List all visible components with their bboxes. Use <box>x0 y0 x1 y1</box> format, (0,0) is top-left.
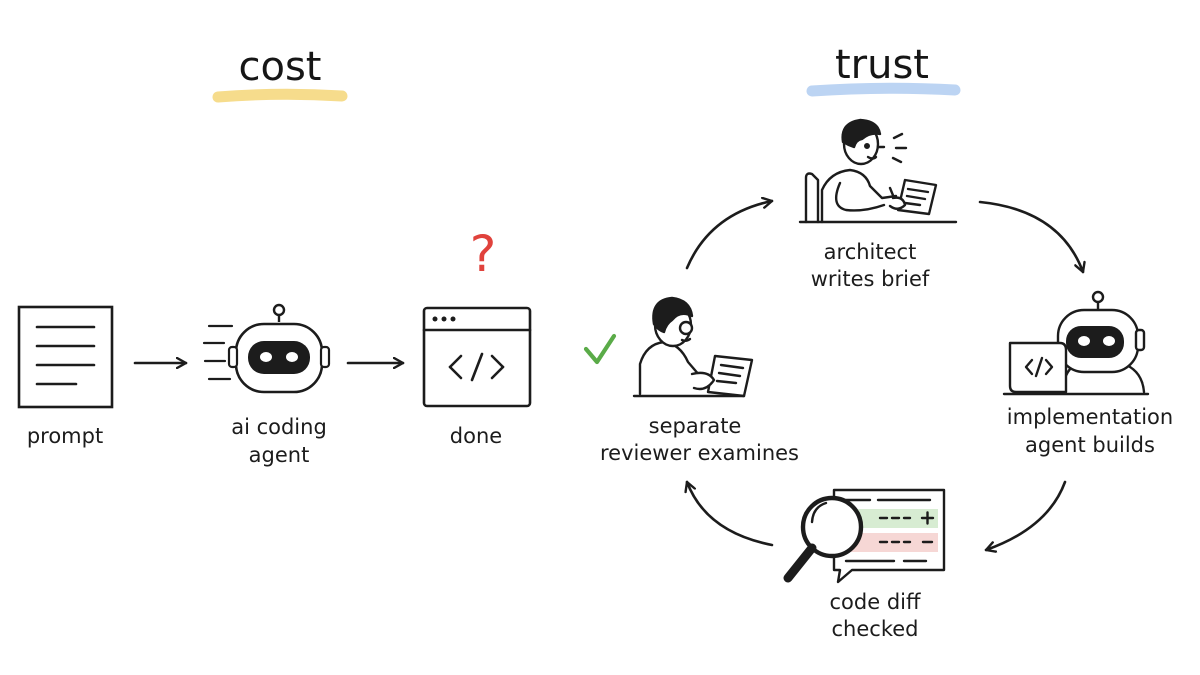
document-icon <box>17 305 114 409</box>
arrow-diff-to-reviewer <box>687 480 774 547</box>
prompt-label: prompt <box>26 424 104 448</box>
trust-heading: trust <box>834 42 929 88</box>
agent-label-line2: agent <box>248 443 310 467</box>
implementation-label-line1: implementation <box>1006 405 1174 429</box>
done-label: done <box>449 424 503 448</box>
cost-underline <box>212 88 348 103</box>
reviewer-person-icon <box>632 296 754 398</box>
diff-label-line1: code diff <box>829 590 921 614</box>
code-window-icon <box>422 306 532 408</box>
code-diff-icon <box>832 488 946 584</box>
speed-lines-icon <box>202 324 234 381</box>
arrow-architect-to-implementation <box>978 200 1083 274</box>
implementation-robot-icon <box>1002 290 1150 396</box>
diff-label-line2: checked <box>831 617 919 641</box>
magnifier-icon <box>783 495 864 583</box>
reviewer-label-line1: separate <box>648 414 742 438</box>
window-dots-icon <box>432 316 456 322</box>
architect-label-line2: writes brief <box>810 267 930 291</box>
architect-person-icon <box>798 118 958 224</box>
question-mark-icon: ? <box>469 225 497 283</box>
checkmark-icon <box>583 333 617 365</box>
cost-heading: cost <box>238 44 322 90</box>
architect-label-line1: architect <box>823 240 917 264</box>
robot-icon <box>227 303 331 394</box>
arrow-implementation-to-diff <box>984 480 1067 550</box>
arrow-reviewer-to-architect <box>685 201 774 270</box>
trust-underline <box>806 82 961 97</box>
implementation-label-line2: agent builds <box>1025 433 1155 457</box>
reviewer-label-line2: reviewer examines <box>600 441 799 465</box>
agent-label-line1: ai coding <box>231 415 327 439</box>
